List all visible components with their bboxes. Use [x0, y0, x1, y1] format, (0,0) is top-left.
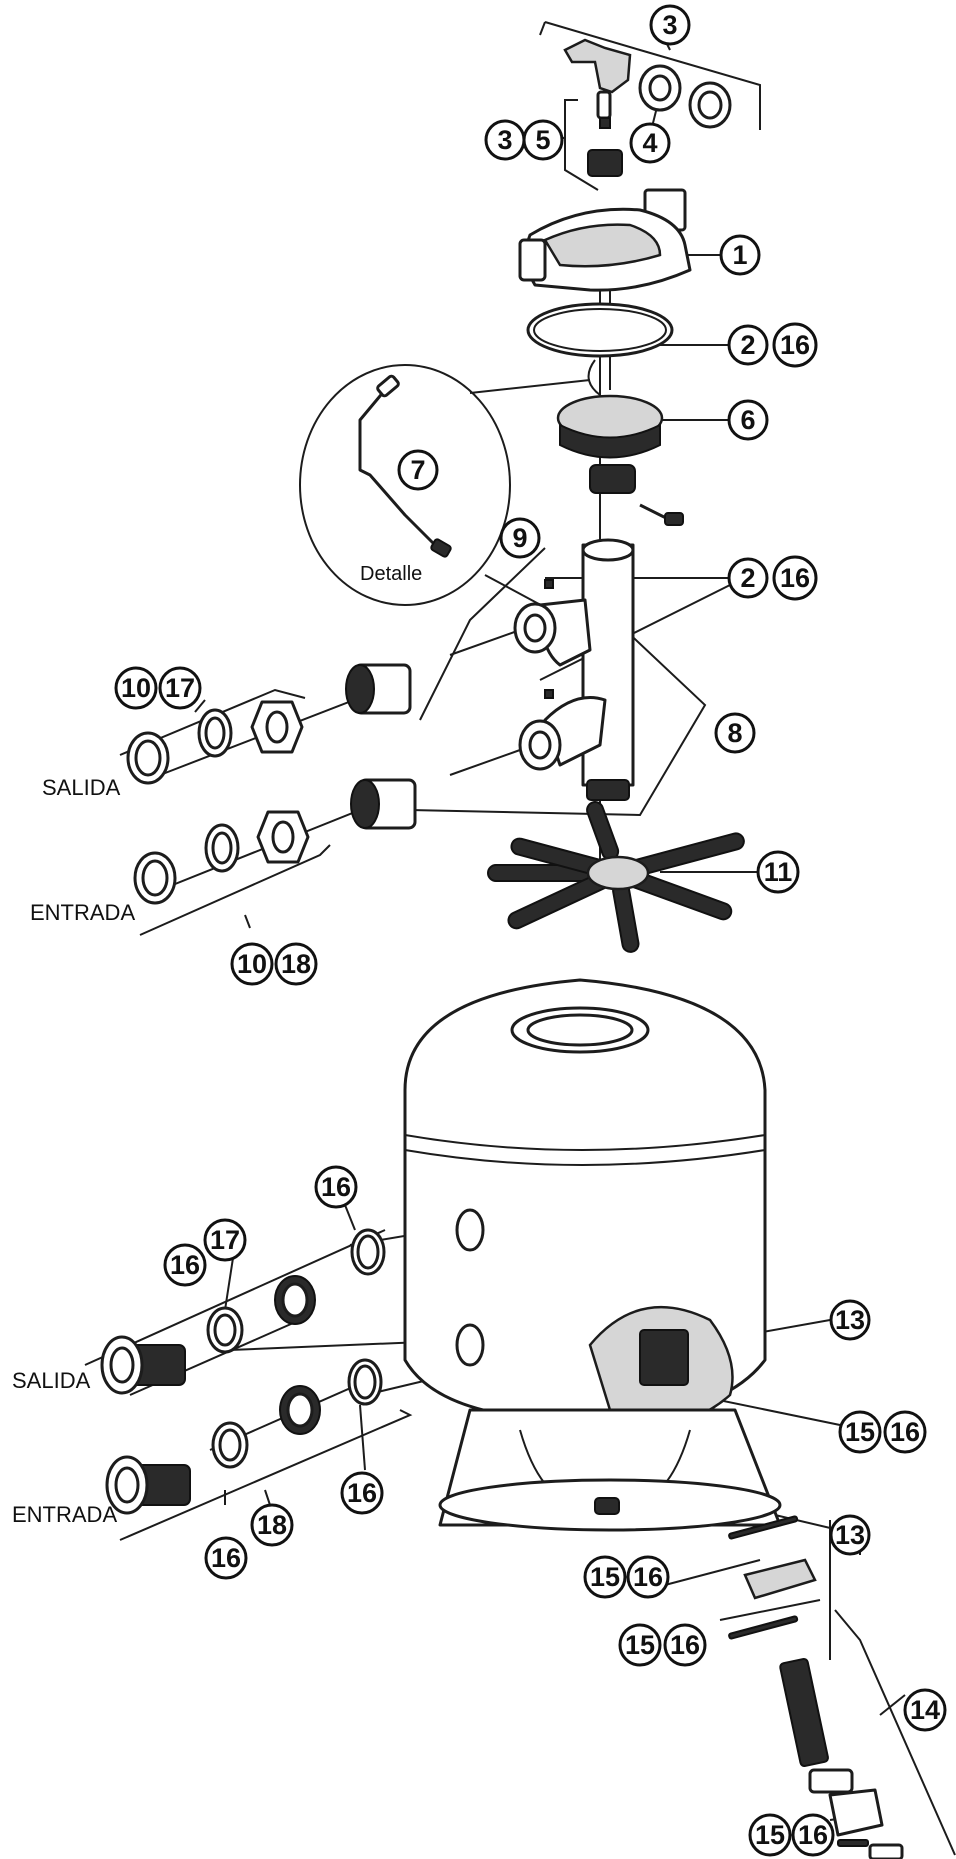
- detail-circle: Detalle: [299, 364, 511, 606]
- bottom-unions: [100, 1228, 386, 1515]
- callout-number: 15: [755, 1820, 785, 1850]
- top-unions: [126, 663, 417, 905]
- callout: 3: [484, 119, 526, 161]
- callout: 6: [727, 399, 769, 441]
- callout-number: 16: [321, 1172, 351, 1202]
- outlet-label-top: SALIDA: [42, 775, 121, 800]
- callout-number: 16: [347, 1478, 377, 1508]
- distributor-head: [556, 359, 684, 526]
- callout-number: 16: [890, 1417, 920, 1447]
- callout: 15: [583, 1555, 627, 1599]
- callout: 8: [714, 712, 756, 754]
- callout: 3: [649, 4, 691, 46]
- laterals-assembly: [487, 801, 745, 953]
- callout-number: 2: [740, 563, 755, 593]
- callout: 4: [629, 122, 671, 164]
- callout-number: 10: [237, 949, 267, 979]
- callout-number: 18: [281, 949, 311, 979]
- callout: 9: [499, 517, 541, 559]
- callout-number: 16: [670, 1630, 700, 1660]
- callout-number: 16: [780, 563, 810, 593]
- detail-label: Detalle: [360, 563, 422, 585]
- callout-number: 18: [257, 1510, 287, 1540]
- callout-number: 17: [210, 1225, 240, 1255]
- callout-number: 16: [211, 1543, 241, 1573]
- callout: 18: [250, 1503, 294, 1547]
- callout: 1: [719, 234, 761, 276]
- pressure-gauge: [563, 38, 632, 177]
- leader-lines: [84, 21, 956, 1856]
- callout: 10: [230, 942, 274, 986]
- callout-number: 7: [410, 455, 425, 485]
- callout-number: 13: [835, 1305, 865, 1335]
- callout-number: 16: [798, 1820, 828, 1850]
- callout-number: 15: [625, 1630, 655, 1660]
- callout-number: 9: [512, 523, 527, 553]
- callout: 14: [903, 1688, 947, 1732]
- callout: 13: [829, 1514, 871, 1556]
- callout: 18: [274, 942, 318, 986]
- callout: 15: [748, 1813, 792, 1857]
- callout-number: 8: [727, 718, 742, 748]
- callout: 5: [522, 119, 564, 161]
- callout: 16: [772, 555, 818, 601]
- callout: 16: [204, 1536, 248, 1580]
- drain-assembly: [728, 1515, 904, 1859]
- callout-number: 6: [740, 405, 755, 435]
- callout: 15: [838, 1410, 882, 1454]
- callout: 17: [203, 1218, 247, 1262]
- callout: 10: [114, 666, 158, 710]
- callout: 16: [340, 1471, 384, 1515]
- filter-tank: [403, 978, 782, 1532]
- callout-number: 14: [910, 1695, 940, 1725]
- callout-number: 3: [662, 10, 677, 40]
- callout-number: 15: [590, 1562, 620, 1592]
- callout: 16: [314, 1165, 358, 1209]
- callout-number: 16: [780, 330, 810, 360]
- callout: 16: [163, 1243, 207, 1287]
- callout: 16: [791, 1813, 835, 1857]
- callout: 16: [663, 1623, 707, 1667]
- callout: 16: [883, 1410, 927, 1454]
- callout-number: 16: [633, 1562, 663, 1592]
- gauge-rings: [638, 64, 732, 129]
- callout-number: 11: [764, 857, 793, 887]
- callout-number: 4: [642, 128, 657, 158]
- collector-manifold: [513, 538, 635, 801]
- callout: 13: [829, 1299, 871, 1341]
- callout: 7: [397, 449, 439, 491]
- callout: 15: [618, 1623, 662, 1667]
- callout: 11: [756, 850, 800, 894]
- inlet-label-bottom: ENTRADA: [12, 1502, 117, 1527]
- callout-number: 3: [497, 125, 512, 155]
- callout-number: 10: [121, 673, 151, 703]
- callout: 16: [626, 1555, 670, 1599]
- multiport-valve-cover: [518, 188, 692, 292]
- callout: 2: [727, 324, 769, 366]
- callout-number: 5: [535, 125, 550, 155]
- callout-number: 17: [165, 673, 195, 703]
- outlet-label-bottom: SALIDA: [12, 1368, 91, 1393]
- inlet-label-top: ENTRADA: [30, 900, 135, 925]
- callout-number: 15: [845, 1417, 875, 1447]
- callout-number: 16: [170, 1250, 200, 1280]
- callout-number: 1: [732, 240, 747, 270]
- callout-number: 2: [740, 330, 755, 360]
- callout: 17: [158, 666, 202, 710]
- valve-oring: [526, 302, 674, 358]
- callout: 2: [727, 557, 769, 599]
- callout-number: 13: [835, 1520, 865, 1550]
- callout: 16: [772, 322, 818, 368]
